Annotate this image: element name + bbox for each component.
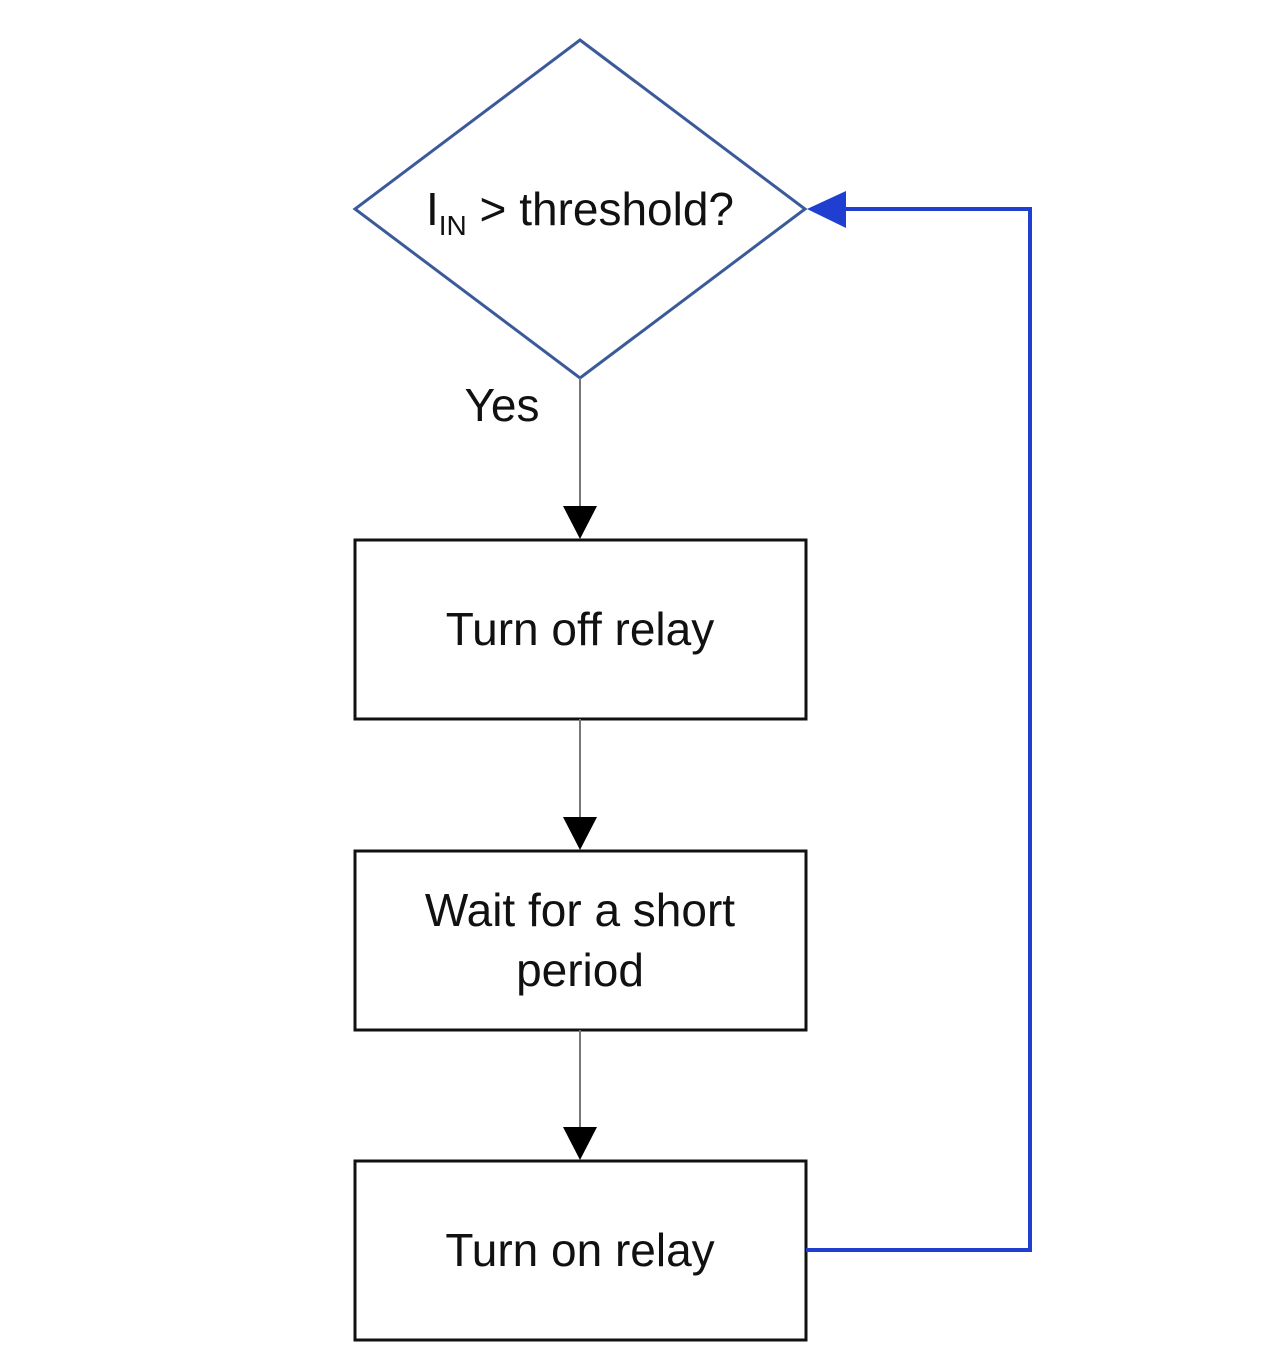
decision-label: IIN > threshold?	[426, 183, 734, 241]
step-label-turn-off-relay: Turn off relay	[446, 603, 714, 655]
arrowhead-down	[563, 506, 597, 539]
arrow-wait-to-turn-on	[563, 1030, 597, 1160]
arrowhead-down	[563, 817, 597, 850]
arrow-turn-off-to-wait	[563, 719, 597, 850]
yes-label: Yes	[464, 379, 539, 431]
loop-arrow-back-to-decision	[806, 191, 1032, 1252]
decision-label-rest: > threshold?	[467, 183, 734, 235]
step-label-wait-line-2: period	[516, 944, 644, 996]
process-node-turn-off-relay: Turn off relay	[353, 538, 808, 721]
process-box	[353, 538, 808, 721]
step-label-wait-line-1: Wait for a short	[425, 884, 735, 936]
process-box	[353, 849, 808, 1032]
process-node-turn-on-relay: Turn on relay	[353, 1159, 808, 1342]
arrowhead-left	[807, 191, 846, 228]
arrow-decision-to-turn-off	[563, 378, 597, 539]
process-node-wait: Wait for a short period	[353, 849, 808, 1032]
step-label-turn-on-relay: Turn on relay	[445, 1224, 714, 1276]
decision-label-main: I	[426, 183, 439, 235]
loop-line	[806, 207, 1032, 1252]
decision-node: IIN > threshold?	[352, 38, 808, 380]
decision-label-subscript: IN	[439, 210, 467, 241]
arrowhead-down	[563, 1127, 597, 1160]
